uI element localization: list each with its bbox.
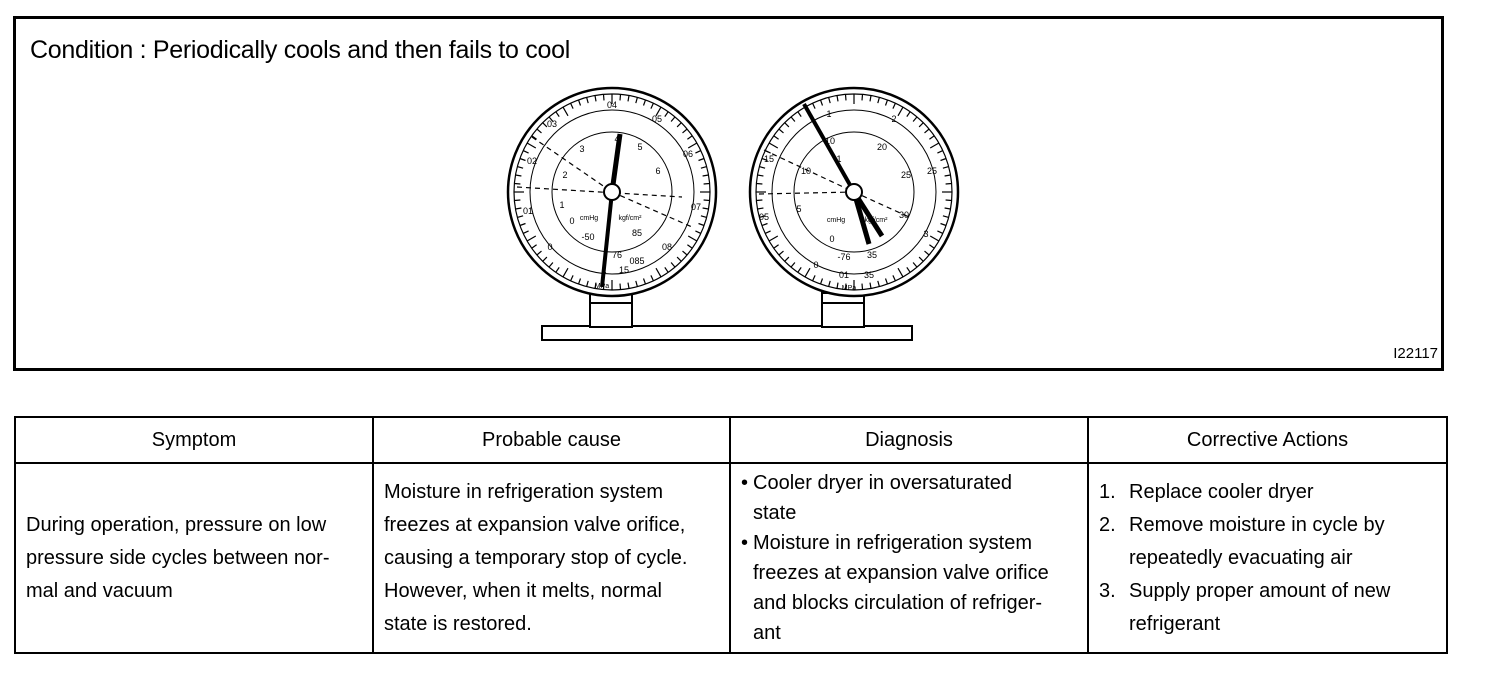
svg-text:kgf/cm²: kgf/cm² [619,215,643,222]
svg-text:85: 85 [632,228,642,238]
svg-text:5: 5 [796,204,801,214]
svg-text:05: 05 [759,212,769,222]
condition-caption: Condition : Periodically cools and then … [30,36,570,64]
header-probable-cause: Probable cause [372,416,731,464]
svg-text:04: 04 [607,100,617,110]
svg-text:15: 15 [764,154,774,164]
figure-id: I22117 [1393,345,1438,362]
svg-text:01: 01 [523,206,533,216]
svg-text:2: 2 [891,114,896,124]
svg-text:20: 20 [877,142,887,152]
svg-text:30: 30 [899,210,909,220]
figure-panel: Condition : Periodically cools and then … [13,16,1444,371]
svg-text:02: 02 [527,156,537,166]
probable-cause-cell: Moisture in refrigeration system freezes… [372,462,731,654]
svg-text:3: 3 [579,144,584,154]
svg-text:0: 0 [829,234,834,244]
svg-text:10: 10 [801,166,811,176]
svg-text:05: 05 [652,114,662,124]
header-diagnosis: Diagnosis [729,416,1089,464]
svg-text:-76: -76 [837,252,850,262]
table-row: During operation, pressure on low pressu… [14,462,1448,654]
diagnosis-cell: Cooler dryer in oversaturated state Mois… [729,462,1089,654]
svg-text:35: 35 [864,270,874,280]
svg-text:15: 15 [619,265,629,275]
svg-text:03: 03 [547,119,557,129]
svg-text:3: 3 [923,229,928,239]
action-item: 2. Remove moisture in cycle by repeatedl… [1099,513,1385,569]
svg-text:0: 0 [569,216,574,226]
svg-text:25: 25 [927,166,937,176]
svg-text:08: 08 [662,242,672,252]
svg-text:085: 085 [629,256,644,266]
svg-text:2: 2 [562,170,567,180]
diagnosis-item: Cooler dryer in oversaturated state [741,468,1079,528]
svg-text:0: 0 [547,242,552,252]
svg-text:cmHg: cmHg [827,217,845,224]
svg-text:kgf/cm²: kgf/cm² [865,217,889,224]
action-item: 1. Replace cooler dryer [1099,480,1314,503]
symptom-cell: During operation, pressure on low pressu… [14,462,374,654]
svg-text:35: 35 [867,250,877,260]
svg-text:-50: -50 [581,232,594,242]
svg-text:06: 06 [683,149,693,159]
svg-text:6: 6 [655,166,660,176]
header-corrective-actions: Corrective Actions [1087,416,1448,464]
svg-text:0: 0 [813,260,818,270]
diagnosis-table: Symptom Probable cause Diagnosis Correct… [14,416,1448,654]
svg-text:1: 1 [559,200,564,210]
svg-text:10: 10 [825,136,835,146]
svg-text:cmHg: cmHg [580,215,598,222]
table-header-row: Symptom Probable cause Diagnosis Correct… [14,416,1448,464]
svg-text:07: 07 [691,202,701,212]
manifold-block [541,292,913,341]
corrective-actions-cell: 1. Replace cooler dryer 2. Remove moistu… [1087,462,1448,654]
action-item: 3. Supply proper amount of new refrigera… [1099,579,1391,635]
svg-text:MPa: MPa [842,285,857,292]
header-symptom: Symptom [14,416,374,464]
svg-text:1: 1 [836,154,841,164]
svg-text:76: 76 [612,250,622,260]
diagnosis-item: Moisture in refrigeration system freezes… [741,528,1079,648]
svg-text:01: 01 [839,270,849,280]
svg-text:5: 5 [637,142,642,152]
svg-text:1: 1 [826,109,831,119]
svg-text:25: 25 [901,170,911,180]
